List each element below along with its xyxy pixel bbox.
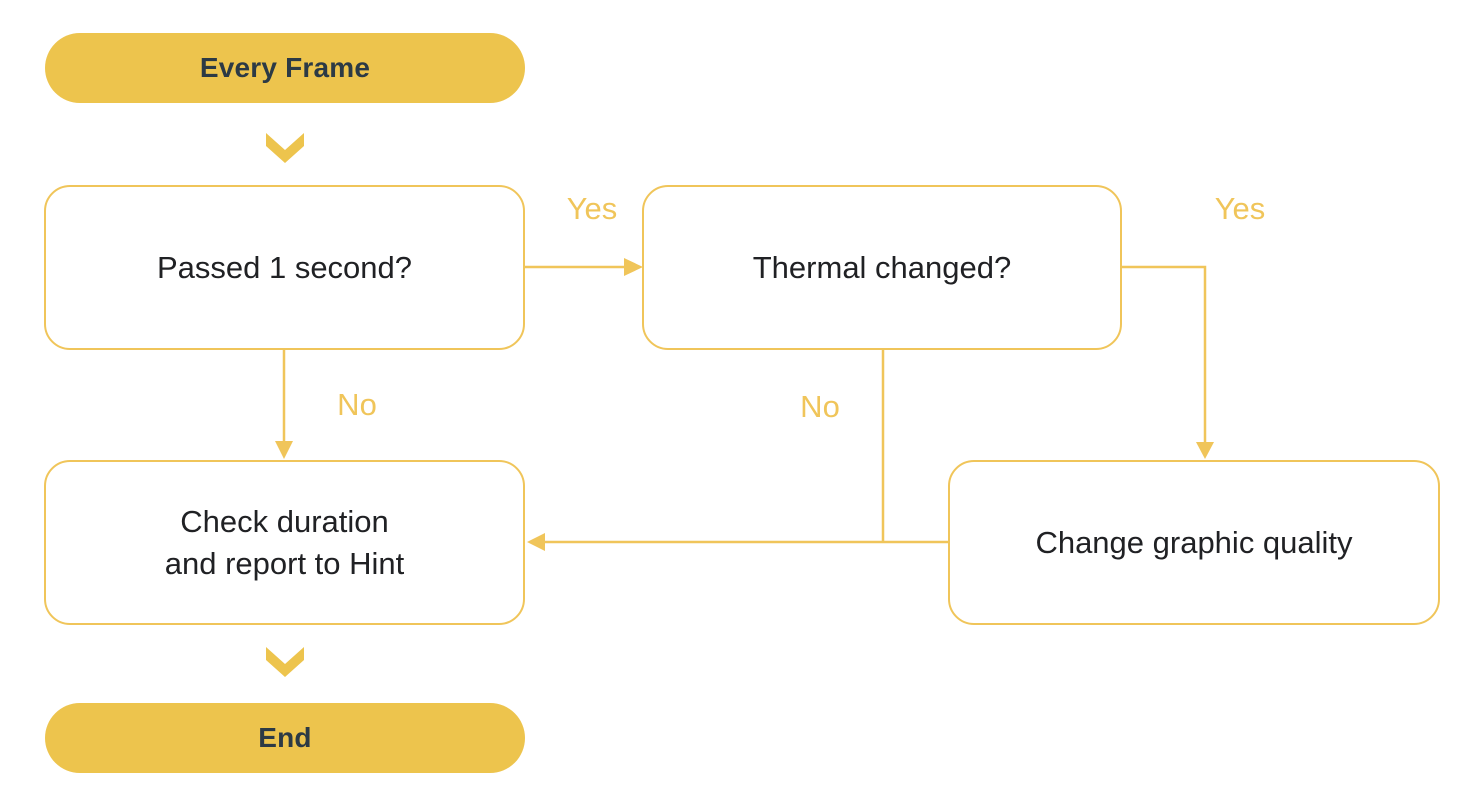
node-start-every-frame: Every Frame	[45, 33, 525, 103]
edge-thermal-yes	[1122, 265, 1214, 459]
node-passed-1-second-label: Passed 1 second?	[156, 249, 413, 285]
arrowhead-down-icon	[1196, 442, 1214, 459]
arrowhead-right-icon	[624, 258, 643, 276]
chevron-down-icon	[266, 133, 304, 163]
chevron-down-icon	[266, 647, 304, 677]
edge-thermal-yes-label: Yes	[1214, 191, 1266, 226]
arrowhead-left-icon	[527, 533, 545, 551]
node-change-graphic-quality-label: Change graphic quality	[1035, 524, 1353, 560]
node-thermal-changed-label: Thermal changed?	[752, 249, 1012, 285]
edge-passed-yes	[525, 258, 643, 276]
node-start-label: Every Frame	[199, 52, 371, 83]
node-change-graphic-quality: Change graphic quality	[948, 460, 1440, 625]
node-check-duration-label: Check duration and report to Hint	[164, 503, 405, 581]
edge-passed-no	[275, 350, 293, 459]
edge-thermal-no-label: No	[800, 389, 840, 424]
node-check-duration: Check duration and report to Hint	[44, 460, 525, 625]
edge-passed-no-label: No	[337, 387, 377, 422]
node-thermal-changed: Thermal changed?	[642, 185, 1122, 350]
edge-change-to-check	[527, 533, 948, 551]
edge-passed-yes-label: Yes	[566, 191, 618, 226]
arrowhead-down-icon	[275, 441, 293, 459]
node-end: End	[45, 703, 525, 773]
node-passed-1-second: Passed 1 second?	[44, 185, 525, 350]
node-end-label: End	[258, 722, 312, 753]
